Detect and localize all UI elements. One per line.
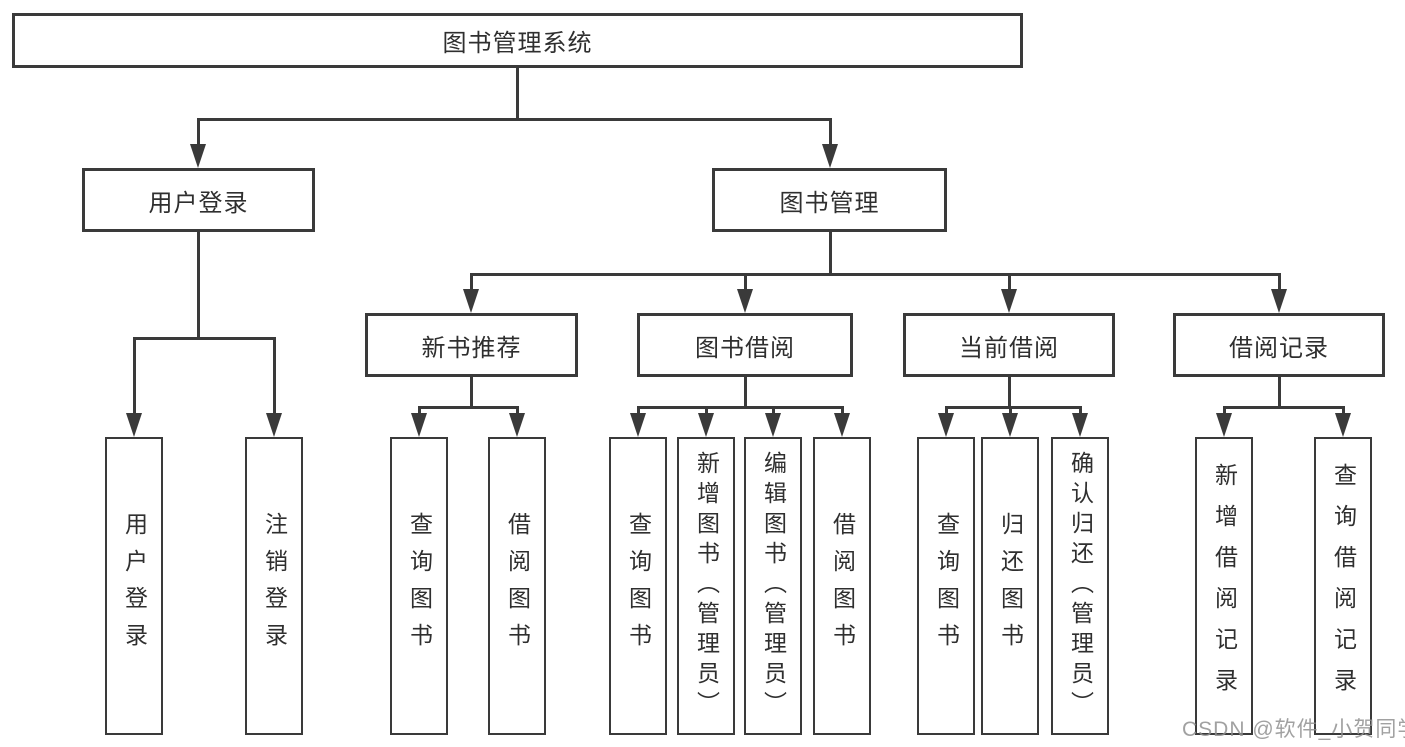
leaf-logout: 注销登录: [245, 437, 303, 735]
arrowhead-br-add: [1216, 413, 1232, 437]
connector-current-borrow-rail: [945, 406, 1082, 409]
leaf-confirm-return-admin-label: 确认归还（管理员）: [1067, 451, 1094, 721]
connector-drop-nb-query: [418, 406, 421, 415]
leaf-logout-label: 注销登录: [261, 512, 288, 660]
leaf-query-books-current: 查询图书: [917, 437, 975, 735]
node-new-book-recommend-label: 新书推荐: [421, 334, 522, 362]
leaf-query-books-recommend: 查询图书: [390, 437, 448, 735]
leaf-add-book-admin-label: 新增图书（管理员）: [693, 451, 720, 721]
arrowhead-leaf-logout: [266, 413, 282, 437]
connector-borrow-records-stem: [1278, 377, 1281, 406]
connector-drop-user-login: [197, 118, 200, 147]
connector-new-book-rail: [418, 406, 519, 409]
connector-drop-br-query: [1342, 406, 1345, 415]
leaf-add-book-admin: 新增图书（管理员）: [677, 437, 735, 735]
leaf-user-login-label: 用户登录: [121, 512, 148, 660]
connector-drop-cb-confirm: [1079, 406, 1082, 415]
connector-drop-new-book: [470, 273, 473, 289]
leaf-edit-book-admin: 编辑图书（管理员）: [744, 437, 802, 735]
arrowhead-bb-edit: [765, 413, 781, 437]
arrowhead-br-query: [1335, 413, 1351, 437]
node-book-borrow-label: 图书借阅: [695, 334, 795, 362]
connector-drop-borrow-records: [1278, 273, 1281, 289]
connector-book-borrow-rail: [637, 406, 844, 409]
leaf-user-login: 用户登录: [105, 437, 163, 735]
node-root-label: 图书管理系统: [442, 30, 593, 57]
arrowhead-new-book: [463, 289, 479, 313]
leaf-query-borrow-record-label: 查询借阅记录: [1330, 463, 1357, 709]
leaf-borrow-books-label: 借阅图书: [829, 512, 856, 660]
arrowhead-cb-query: [938, 413, 954, 437]
arrowhead-leaf-login: [126, 413, 142, 437]
connector-drop-cb-return: [1009, 406, 1012, 415]
leaf-add-borrow-record: 新增借阅记录: [1195, 437, 1253, 735]
connector-drop-leaf-login: [133, 337, 136, 413]
connector-drop-book-borrow: [744, 273, 747, 289]
arrowhead-nb-query: [411, 413, 427, 437]
connector-book-management-rail: [470, 273, 1281, 276]
arrowhead-bb-add: [698, 413, 714, 437]
leaf-add-borrow-record-label: 新增借阅记录: [1211, 463, 1238, 709]
leaf-query-books-current-label: 查询图书: [933, 512, 960, 660]
node-current-borrow-label: 当前借阅: [959, 334, 1059, 362]
leaf-borrow-books-recommend-label: 借阅图书: [504, 512, 531, 660]
connector-drop-current-borrow: [1008, 273, 1011, 289]
connector-user-login-rail: [133, 337, 276, 340]
connector-drop-bb-query: [637, 406, 640, 415]
connector-book-borrow-stem: [744, 377, 747, 406]
leaf-query-borrow-record: 查询借阅记录: [1314, 437, 1372, 735]
arrowhead-nb-borrow: [509, 413, 525, 437]
leaf-borrow-books: 借阅图书: [813, 437, 871, 735]
node-user-login: 用户登录: [82, 168, 315, 232]
watermark: CSDN @软件_小贺同学: [1182, 718, 1405, 741]
connector-drop-bb-edit: [772, 406, 775, 415]
arrowhead-bb-borrow: [834, 413, 850, 437]
node-user-login-label: 用户登录: [148, 189, 249, 217]
arrowhead-book-management: [822, 144, 838, 168]
node-book-management: 图书管理: [712, 168, 947, 232]
leaf-return-book-label: 归还图书: [997, 512, 1024, 660]
node-root: 图书管理系统: [12, 13, 1023, 68]
leaf-borrow-books-recommend: 借阅图书: [488, 437, 546, 735]
connector-user-login-stem: [197, 232, 200, 337]
arrowhead-borrow-records: [1271, 289, 1287, 313]
connector-drop-br-add: [1223, 406, 1226, 415]
connector-drop-leaf-logout: [273, 337, 276, 413]
connector-new-book-stem: [470, 377, 473, 406]
arrowhead-cb-return: [1002, 413, 1018, 437]
leaf-query-books-recommend-label: 查询图书: [406, 512, 433, 660]
connector-drop-bb-borrow: [841, 406, 844, 415]
node-borrow-records-label: 借阅记录: [1229, 334, 1329, 362]
connector-root-rail: [197, 118, 832, 121]
arrowhead-current-borrow: [1001, 289, 1017, 313]
connector-drop-bb-add: [705, 406, 708, 415]
node-book-management-label: 图书管理: [779, 189, 880, 217]
arrowhead-user-login: [190, 144, 206, 168]
leaf-confirm-return-admin: 确认归还（管理员）: [1051, 437, 1109, 735]
connector-root-stem: [516, 68, 519, 121]
node-book-borrow: 图书借阅: [637, 313, 853, 377]
arrowhead-book-borrow: [737, 289, 753, 313]
node-current-borrow: 当前借阅: [903, 313, 1115, 377]
connector-current-borrow-stem: [1008, 377, 1011, 406]
leaf-query-books-borrow-label: 查询图书: [625, 512, 652, 660]
connector-drop-book-management: [829, 118, 832, 147]
connector-drop-cb-query: [945, 406, 948, 415]
leaf-edit-book-admin-label: 编辑图书（管理员）: [760, 451, 787, 721]
connector-borrow-records-rail: [1223, 406, 1345, 409]
connector-drop-nb-borrow: [516, 406, 519, 415]
node-new-book-recommend: 新书推荐: [365, 313, 578, 377]
arrowhead-cb-confirm: [1072, 413, 1088, 437]
arrowhead-bb-query: [630, 413, 646, 437]
connector-book-management-stem: [829, 232, 832, 273]
leaf-query-books-borrow: 查询图书: [609, 437, 667, 735]
node-borrow-records: 借阅记录: [1173, 313, 1385, 377]
leaf-return-book: 归还图书: [981, 437, 1039, 735]
